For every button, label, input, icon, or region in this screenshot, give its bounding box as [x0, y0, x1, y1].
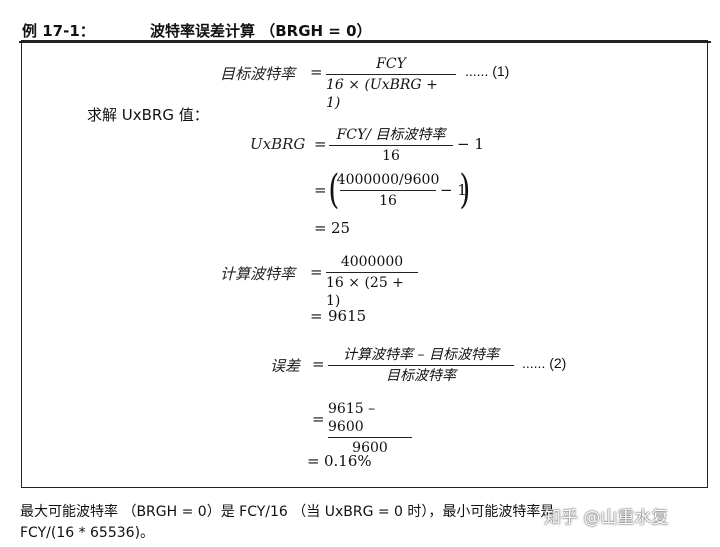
left-paren: ( [328, 167, 340, 213]
minus-one: − 1 [457, 135, 484, 153]
result-value: 0.16% [324, 452, 372, 470]
fraction-bar [340, 190, 436, 191]
footer-line-1: 最大可能波特率 （BRGH = 0）是 FCY/16 （当 UxBRG = 0 … [20, 504, 555, 520]
denominator: 16 [382, 148, 400, 164]
fraction-eq1: FCY 16 × (UxBRG + 1) [326, 55, 456, 112]
equals-sign: = [314, 181, 327, 199]
equation-box [21, 40, 708, 488]
fraction-eq2: FCY/ 目标波特率 16 [329, 126, 453, 165]
result-value: 9615 [328, 307, 367, 325]
fraction-bar [326, 74, 456, 75]
equals-sign: = [310, 63, 323, 81]
minus-one: − 1 [440, 181, 467, 199]
fraction-eq8: 9615 – 9600 9600 [328, 400, 412, 457]
watermark: 知乎 @山重水复 [544, 508, 669, 528]
solve-label: 求解 UxBRG 值： [87, 106, 209, 124]
numerator: 4000000 [340, 254, 404, 270]
computed-baud-label: 计算波特率 [220, 265, 296, 283]
equals-sign: = [310, 263, 323, 281]
denominator: 目标波特率 [386, 368, 456, 384]
header-rule [19, 41, 711, 43]
result-value: 25 [331, 219, 351, 237]
numerator: 计算波特率 – 目标波特率 [343, 347, 499, 363]
equals-sign: = [312, 410, 325, 428]
fraction-eq3: 4000000/9600 16 [337, 171, 440, 210]
equals-sign: = [310, 307, 323, 325]
fraction-bar [326, 272, 418, 273]
numerator: 4000000/9600 [336, 172, 440, 188]
equals-sign: = [314, 135, 327, 153]
denominator: 16 [379, 193, 397, 209]
equals-sign: = [312, 355, 325, 373]
fraction-eq5: 4000000 16 × (25 + 1) [326, 253, 418, 310]
target-baud-label: 目标波特率 [220, 65, 296, 83]
fraction-bar [329, 145, 453, 146]
footer-line-2: FCY/(16 * 65536)。 [20, 525, 155, 541]
equation-tag-2: ...... (2) [522, 355, 567, 371]
equation-tag-1: ...... (1) [465, 63, 510, 79]
fraction-eq7: 计算波特率 – 目标波特率 目标波特率 [328, 346, 514, 385]
example-label: 例 17-1： [22, 22, 95, 40]
denominator: 16 × (UxBRG + 1) [326, 77, 438, 111]
equals-sign: = [307, 452, 320, 470]
fraction-bar [328, 437, 412, 438]
numerator: FCY/ 目标波特率 [336, 127, 446, 143]
denominator: 9600 [352, 440, 388, 456]
numerator: 9615 – 9600 [328, 401, 376, 435]
numerator: FCY [376, 56, 406, 72]
equals-sign: = [314, 219, 327, 237]
error-label: 误差 [270, 357, 301, 375]
uxbrg-label: UxBRG [250, 135, 306, 153]
example-title: 波特率误差计算 （BRGH = 0） [150, 22, 372, 40]
denominator: 16 × (25 + 1) [326, 275, 404, 309]
fraction-bar [328, 365, 514, 366]
right-paren: ) [459, 167, 471, 213]
